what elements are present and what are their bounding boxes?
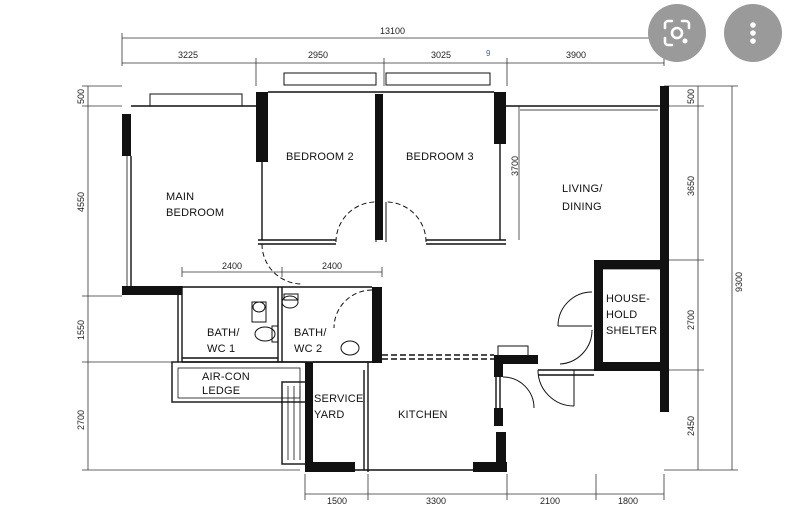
dim-right-2: 3650 <box>686 176 696 196</box>
room-label-main-bedroom-1: MAIN <box>166 191 194 203</box>
dim-right-4: 2450 <box>686 416 696 436</box>
google-lens-icon <box>663 19 691 47</box>
more-vert-icon <box>750 22 756 44</box>
dim-bedroom3: 3700 <box>510 156 520 176</box>
dim-bottom-4: 1800 <box>618 496 638 506</box>
room-label-yard-1: SERVICE <box>314 393 364 405</box>
dim-bath-1: 2400 <box>222 261 242 271</box>
dim-left-4: 2700 <box>76 410 86 430</box>
room-label-main-bedroom-2: BEDROOM <box>166 207 224 219</box>
room-label-yard-2: YARD <box>314 409 345 421</box>
room-labels: MAIN BEDROOM BEDROOM 2 BEDROOM 3 LIVING/… <box>166 151 657 421</box>
room-label-bath1-1: BATH/ <box>207 327 240 339</box>
dim-right-1: 500 <box>686 89 696 104</box>
room-label-bedroom-2: BEDROOM 2 <box>286 151 354 163</box>
dim-right-3: 2700 <box>686 310 696 330</box>
room-label-bath2-2: WC 2 <box>294 343 322 355</box>
more-options-button[interactable] <box>724 4 782 62</box>
walls <box>122 86 669 472</box>
doors <box>375 202 593 409</box>
dim-bath-2: 2400 <box>322 261 342 271</box>
dim-right-total: 9300 <box>734 272 744 292</box>
dim-left-1: 500 <box>76 89 86 104</box>
dimension-labels: 13100 3225 2950 3025 9 3900 500 4550 155… <box>76 26 744 506</box>
google-lens-button[interactable] <box>648 4 706 62</box>
dim-bottom-1: 1500 <box>327 496 347 506</box>
room-label-living-2: DINING <box>562 201 602 213</box>
room-label-shelter-2: HOLD <box>606 309 637 321</box>
door-swings <box>261 201 427 329</box>
room-label-kitchen: KITCHEN <box>398 409 448 421</box>
dim-bottom-3: 2100 <box>540 496 560 506</box>
dim-left-2: 4550 <box>76 192 86 212</box>
dim-top-3: 3025 <box>431 50 451 60</box>
partitions <box>126 72 660 472</box>
room-label-shelter-1: HOUSE- <box>606 293 650 305</box>
room-label-aircon-1: AIR-CON <box>202 371 250 383</box>
room-label-living-1: LIVING/ <box>562 183 603 195</box>
fixtures <box>251 293 360 356</box>
dim-top-marker: 9 <box>486 49 491 58</box>
dim-top-2: 2950 <box>308 50 328 60</box>
room-label-bath1-2: WC 1 <box>207 343 235 355</box>
dim-left-3: 1550 <box>76 320 86 340</box>
room-label-bedroom-3: BEDROOM 3 <box>406 151 474 163</box>
dim-top-total: 13100 <box>380 26 405 36</box>
dim-bottom-2: 3300 <box>426 496 446 506</box>
dim-top-1: 3225 <box>178 50 198 60</box>
room-label-aircon-2: LEDGE <box>202 385 240 397</box>
room-label-shelter-3: SHELTER <box>606 325 657 337</box>
room-label-bath2-1: BATH/ <box>294 327 327 339</box>
dim-top-4: 3900 <box>566 50 586 60</box>
dimension-lines <box>82 33 738 500</box>
